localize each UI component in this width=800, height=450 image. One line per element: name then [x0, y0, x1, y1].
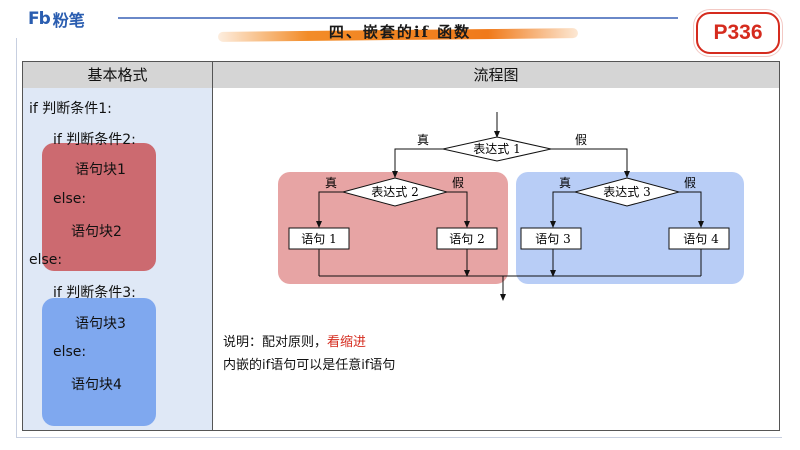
stmt4-label: 语句 4: [683, 232, 719, 246]
logo-text: 粉笔: [52, 11, 85, 30]
stmt1-label: 语句 1: [301, 232, 336, 246]
statement-box-3: [520, 227, 582, 250]
note-line-1: 说明：配对原则，看缩进: [223, 331, 366, 350]
stmt3-label: 语句 3: [535, 232, 570, 246]
note-line-2: 内嵌的if语句可以是任意if语句: [223, 358, 396, 373]
note-highlight: 看缩进: [327, 335, 367, 350]
code-else-2: else:: [53, 344, 87, 360]
code-inner-if-2: if 判断条件3:: [53, 285, 136, 301]
code-inner-if-1: if 判断条件2:: [53, 132, 136, 148]
section-title: 四、嵌套的if 函数: [328, 23, 472, 41]
red-branch-region: [278, 172, 508, 284]
inner-if-block-red: [42, 143, 156, 271]
inner-if-block-blue: [42, 298, 156, 426]
code-outer-else: else:: [29, 252, 63, 268]
statement-box-4: [668, 227, 730, 250]
expr1-label: 表达式 1: [473, 142, 520, 156]
true-label-2: 真: [325, 176, 337, 190]
page-number-badge: P336: [696, 12, 780, 54]
flowchart-column: 表达式 1 真 假 表达式 2 真 假 语句 1 语句 2 表达式 3 真 假 …: [213, 88, 779, 430]
code-block-4: 语句块4: [71, 377, 122, 393]
logo-mark: Fb: [28, 9, 51, 29]
bottom-guide-line: [16, 437, 782, 438]
nested-if-flowchart: 表达式 1 真 假 表达式 2 真 假 语句 1 语句 2 表达式 3 真 假 …: [278, 112, 744, 301]
top-rule: [118, 17, 678, 19]
header-basic-format: 基本格式: [23, 62, 213, 88]
true-label-3: 真: [559, 176, 571, 190]
blue-branch-region: [516, 172, 744, 284]
false-label-2: 假: [452, 176, 464, 190]
code-outer-if: if 判断条件1:: [29, 101, 112, 117]
code-else-1: else:: [53, 191, 87, 207]
false-label-1: 假: [575, 133, 587, 147]
false-label-3: 假: [684, 176, 696, 190]
code-block-2: 语句块2: [71, 224, 122, 240]
expr2-label: 表达式 2: [371, 185, 418, 199]
left-guide-line: [16, 38, 17, 438]
basic-format-column: if 判断条件1: if 判断条件2: 语句块1 else: 语句块2 else…: [23, 88, 213, 430]
code-block-1: 语句块1: [75, 162, 126, 178]
expr3-label: 表达式 3: [603, 185, 650, 199]
brand-logo: Fb 粉笔: [28, 8, 85, 30]
stmt2-label: 语句 2: [449, 232, 484, 246]
true-label-1: 真: [417, 133, 429, 147]
table-header: 基本格式 流程图: [23, 62, 779, 89]
note-prefix: 说明：配对原则，: [223, 335, 328, 350]
syntax-table: 基本格式 流程图 if 判断条件1: if 判断条件2: 语句块1 else: …: [22, 61, 780, 431]
header-flowchart: 流程图: [473, 66, 519, 84]
code-block-3: 语句块3: [75, 316, 126, 332]
